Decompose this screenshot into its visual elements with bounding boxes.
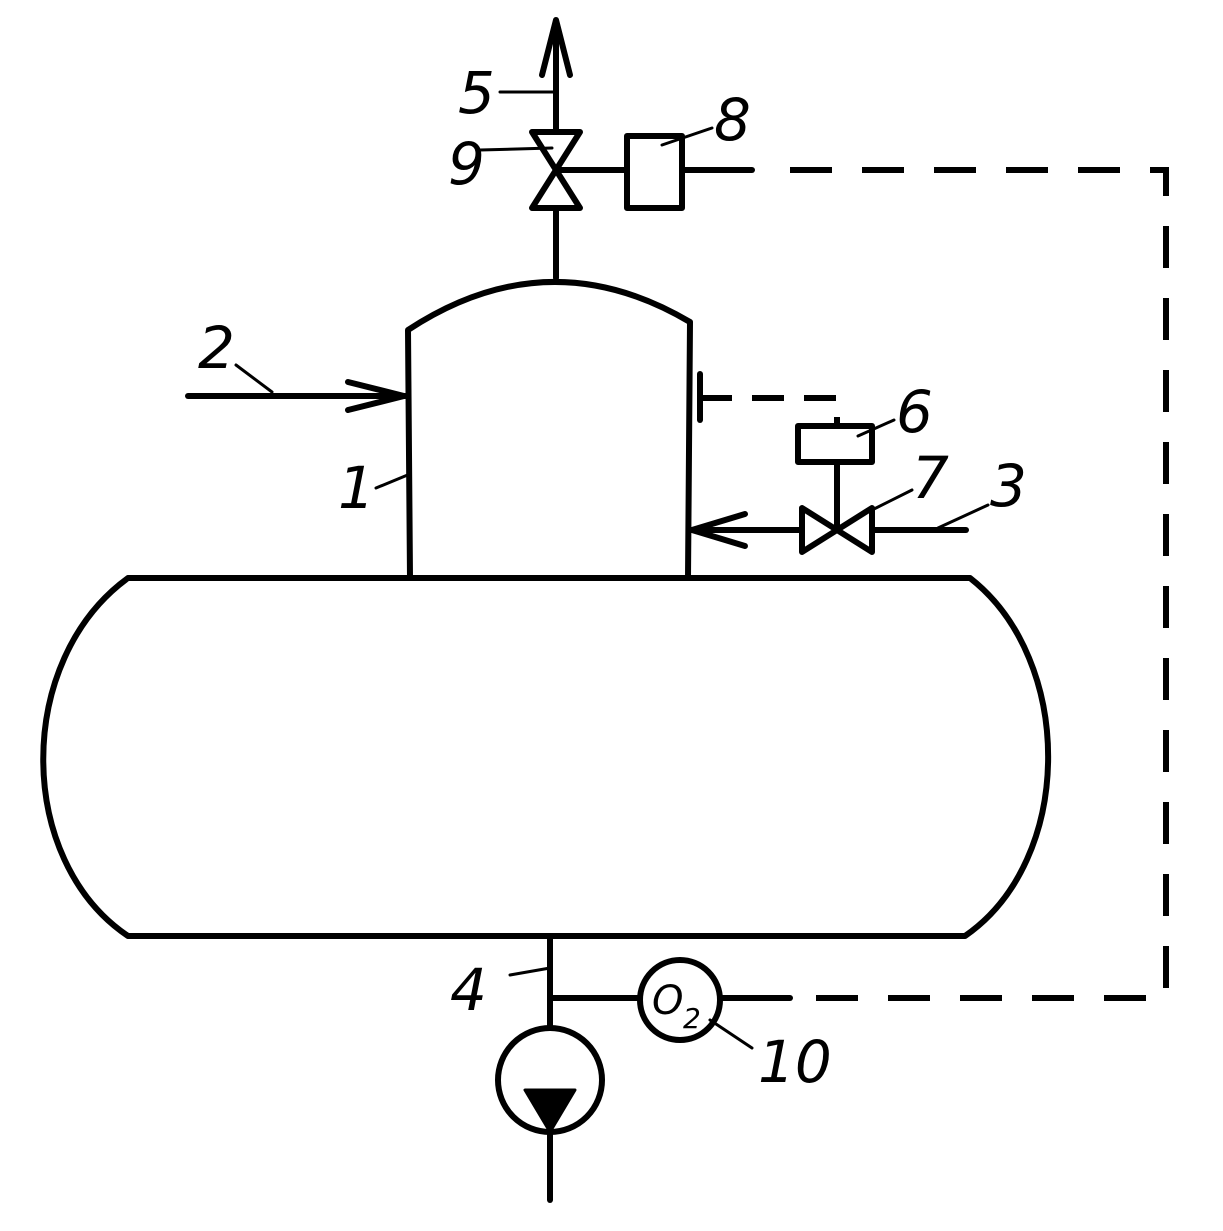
oxygen-symbol: O [652, 978, 683, 1024]
label-3: 3 [990, 452, 1027, 520]
leader-2 [236, 365, 272, 392]
leader-1 [376, 474, 410, 488]
label-9: 9 [448, 130, 485, 198]
level-signal-line [700, 398, 837, 426]
steam-valve-right [837, 508, 872, 552]
actuator-8 [627, 136, 682, 208]
label-2: 2 [198, 314, 235, 382]
oxygen-subscript: 2 [683, 1002, 701, 1035]
vent-valve-bottom [532, 170, 580, 208]
leader-10 [710, 1020, 752, 1048]
label-6: 6 [896, 378, 933, 446]
label-7: 7 [912, 444, 949, 512]
label-4: 4 [450, 956, 487, 1024]
leader-7 [852, 490, 912, 520]
label-10: 10 [758, 1028, 832, 1096]
storage-tank [43, 578, 1048, 936]
label-5: 5 [458, 59, 495, 127]
leader-9 [480, 148, 552, 150]
vent-valve-top [532, 132, 580, 170]
leader-4 [510, 968, 550, 975]
label-1: 1 [338, 454, 375, 522]
level-regulator-6 [798, 426, 872, 462]
steam-valve-left [802, 508, 837, 552]
deaerator-column [408, 282, 690, 578]
label-8: 8 [714, 86, 751, 154]
oxygen-control-signal-line [722, 170, 1166, 998]
